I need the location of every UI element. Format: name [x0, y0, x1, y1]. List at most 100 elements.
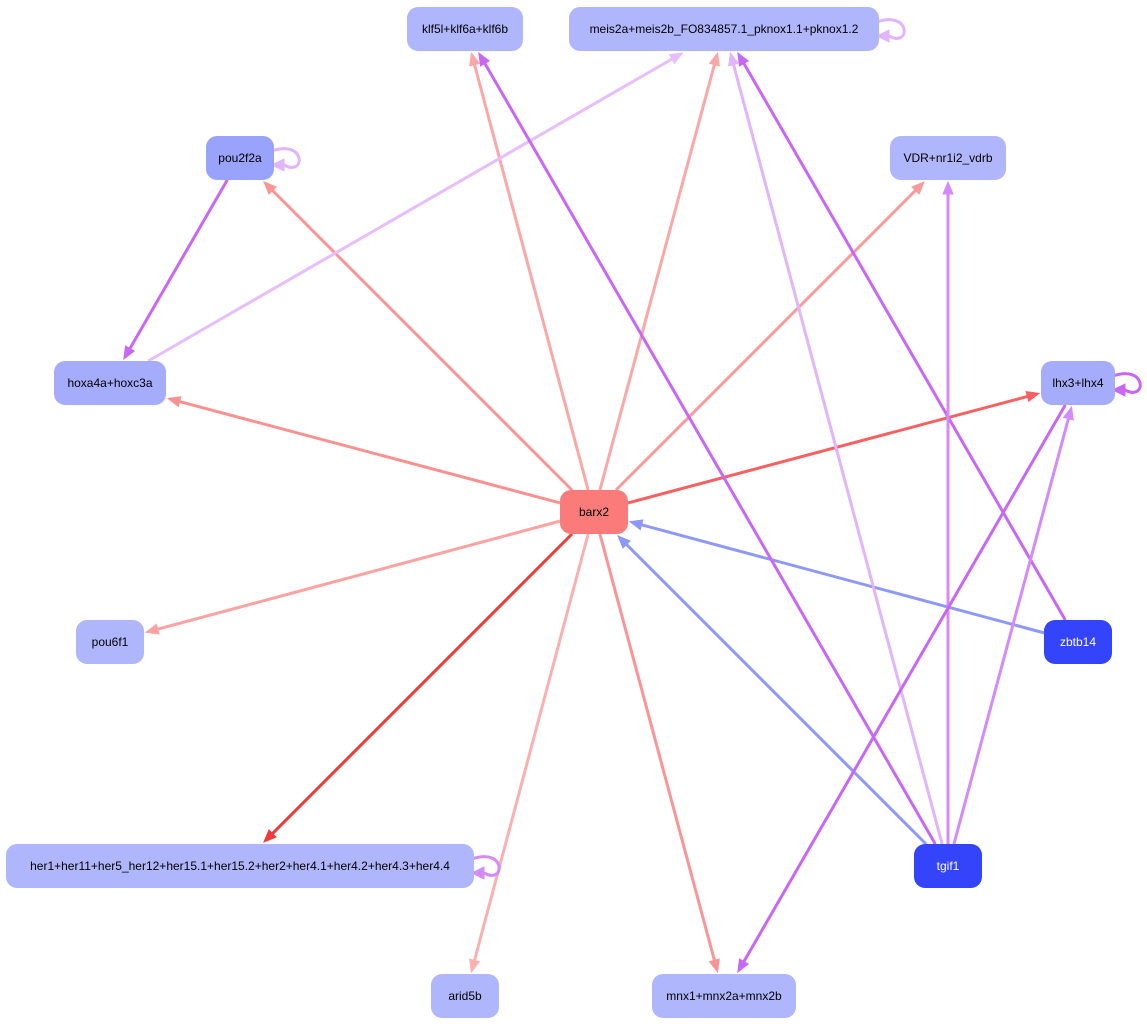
edge-zbtb14-to-barx2: [628, 519, 1045, 635]
edge-tgif1-to-vdr: [942, 180, 954, 844]
node-label: pou2f2a: [218, 151, 262, 165]
node-box: [1044, 620, 1112, 664]
node-label: hoxa4a+hoxc3a: [67, 376, 152, 390]
node-box: [76, 620, 144, 664]
node-box: [206, 136, 274, 180]
arrowhead-icon: [708, 958, 720, 974]
arrowhead-icon: [617, 535, 631, 549]
edge-line: [641, 523, 1045, 635]
node-box: [54, 361, 166, 405]
self-loop-pou2f2a: [270, 147, 301, 172]
arrowhead-icon: [469, 958, 481, 974]
node-box: [560, 490, 628, 534]
edge-barx2-to-pou6f1: [144, 519, 561, 635]
edge-pou2f2a-to-hoxa4a: [123, 179, 229, 361]
edge-line: [473, 533, 590, 961]
arrowhead-icon: [263, 181, 277, 195]
arrowhead-icon: [270, 158, 285, 172]
node-label: meis2a+meis2b_FO834857.1_pknox1.1+pknox1…: [590, 22, 859, 36]
arrowhead-icon: [708, 51, 720, 67]
edge-line: [271, 189, 574, 492]
arrowhead-icon: [144, 623, 160, 635]
arrowhead-icon: [263, 829, 277, 843]
node-label: klf5l+klf6a+klf6b: [422, 22, 508, 36]
edge-barx2-to-klf5l: [469, 51, 590, 491]
arrowhead-icon: [737, 958, 750, 974]
edge-tgif1-to-barx2: [617, 535, 928, 846]
edge-barx2-to-her: [263, 532, 574, 843]
node-label: arid5b: [448, 989, 482, 1003]
self-loop-lhx3: [1111, 372, 1142, 397]
arrowhead-icon: [1025, 391, 1041, 403]
edge-line: [598, 533, 716, 961]
edge-line: [742, 62, 1067, 621]
arrowhead-icon: [728, 51, 740, 67]
node-box: [431, 974, 499, 1018]
edge-tgif1-to-klf5l: [478, 51, 937, 845]
arrowhead-icon: [1062, 405, 1074, 421]
self-loop-her: [470, 855, 501, 880]
node-box: [6, 844, 474, 888]
edge-barx2-to-meis: [598, 51, 720, 491]
node-mnx1[interactable]: mnx1+mnx2a+mnx2b: [652, 974, 796, 1018]
edge-line: [179, 400, 561, 505]
edge-line: [147, 57, 673, 363]
node-label: barx2: [579, 505, 609, 519]
node-pou2f2a[interactable]: pou2f2a: [206, 136, 274, 180]
self-loop-line: [1112, 372, 1142, 394]
arrowhead-icon: [123, 345, 136, 361]
edge-line: [952, 418, 1070, 845]
arrowhead-icon: [668, 52, 684, 65]
node-meis[interactable]: meis2a+meis2b_FO834857.1_pknox1.1+pknox1…: [569, 7, 879, 51]
edge-line: [473, 64, 590, 491]
node-vdr[interactable]: VDR+nr1i2_vdrb: [890, 136, 1006, 180]
node-barx2[interactable]: barx2: [560, 490, 628, 534]
arrowhead-icon: [737, 51, 750, 67]
edge-barx2-to-hoxa4a: [166, 396, 561, 505]
node-hoxa4a[interactable]: hoxa4a+hoxc3a: [54, 361, 166, 405]
arrowhead-icon: [942, 180, 954, 195]
edge-line: [271, 532, 574, 835]
node-label: pou6f1: [92, 635, 129, 649]
edge-line: [157, 519, 561, 631]
edge-barx2-to-mnx1: [598, 533, 720, 974]
edge-line: [128, 179, 229, 350]
nodes-layer: klf5l+klf6a+klf6b meis2a+meis2b_FO834857.…: [6, 7, 1115, 1018]
edge-hoxa4a-to-meis: [147, 52, 684, 363]
node-zbtb14[interactable]: zbtb14: [1044, 620, 1112, 664]
edge-line: [483, 62, 937, 845]
node-box: [569, 7, 879, 51]
self-loop-line: [876, 18, 906, 40]
arrowhead-icon: [470, 866, 485, 880]
edge-barx2-to-vdr: [614, 181, 925, 492]
node-label: her1+her11+her5_her12+her15.1+her15.2+he…: [30, 859, 450, 873]
arrowhead-icon: [875, 29, 890, 43]
edge-tgif1-to-meis: [728, 51, 944, 845]
node-pou6f1[interactable]: pou6f1: [76, 620, 144, 664]
node-box: [1041, 361, 1115, 405]
node-label: mnx1+mnx2a+mnx2b: [666, 989, 782, 1003]
node-label: zbtb14: [1060, 635, 1096, 649]
node-lhx3[interactable]: lhx3+lhx4: [1041, 361, 1115, 405]
edge-barx2-to-lhx3: [627, 391, 1041, 505]
arrowhead-icon: [1111, 383, 1126, 397]
node-box: [914, 844, 982, 888]
node-box: [890, 136, 1006, 180]
edge-line: [742, 404, 1067, 963]
self-loop-line: [271, 147, 301, 169]
node-tgif1[interactable]: tgif1: [914, 844, 982, 888]
self-loop-meis: [875, 18, 906, 43]
edge-line: [598, 64, 716, 491]
node-her[interactable]: her1+her11+her5_her12+her15.1+her15.2+he…: [6, 844, 474, 888]
self-loop-line: [471, 855, 501, 877]
edge-line: [627, 395, 1028, 505]
node-box: [407, 7, 523, 51]
edge-barx2-to-arid5b: [469, 533, 590, 974]
arrowhead-icon: [628, 519, 644, 531]
node-box: [652, 974, 796, 1018]
edge-line: [614, 189, 917, 492]
arrowhead-icon: [166, 396, 182, 408]
node-klf5l[interactable]: klf5l+klf6a+klf6b: [407, 7, 523, 51]
node-arid5b[interactable]: arid5b: [431, 974, 499, 1018]
